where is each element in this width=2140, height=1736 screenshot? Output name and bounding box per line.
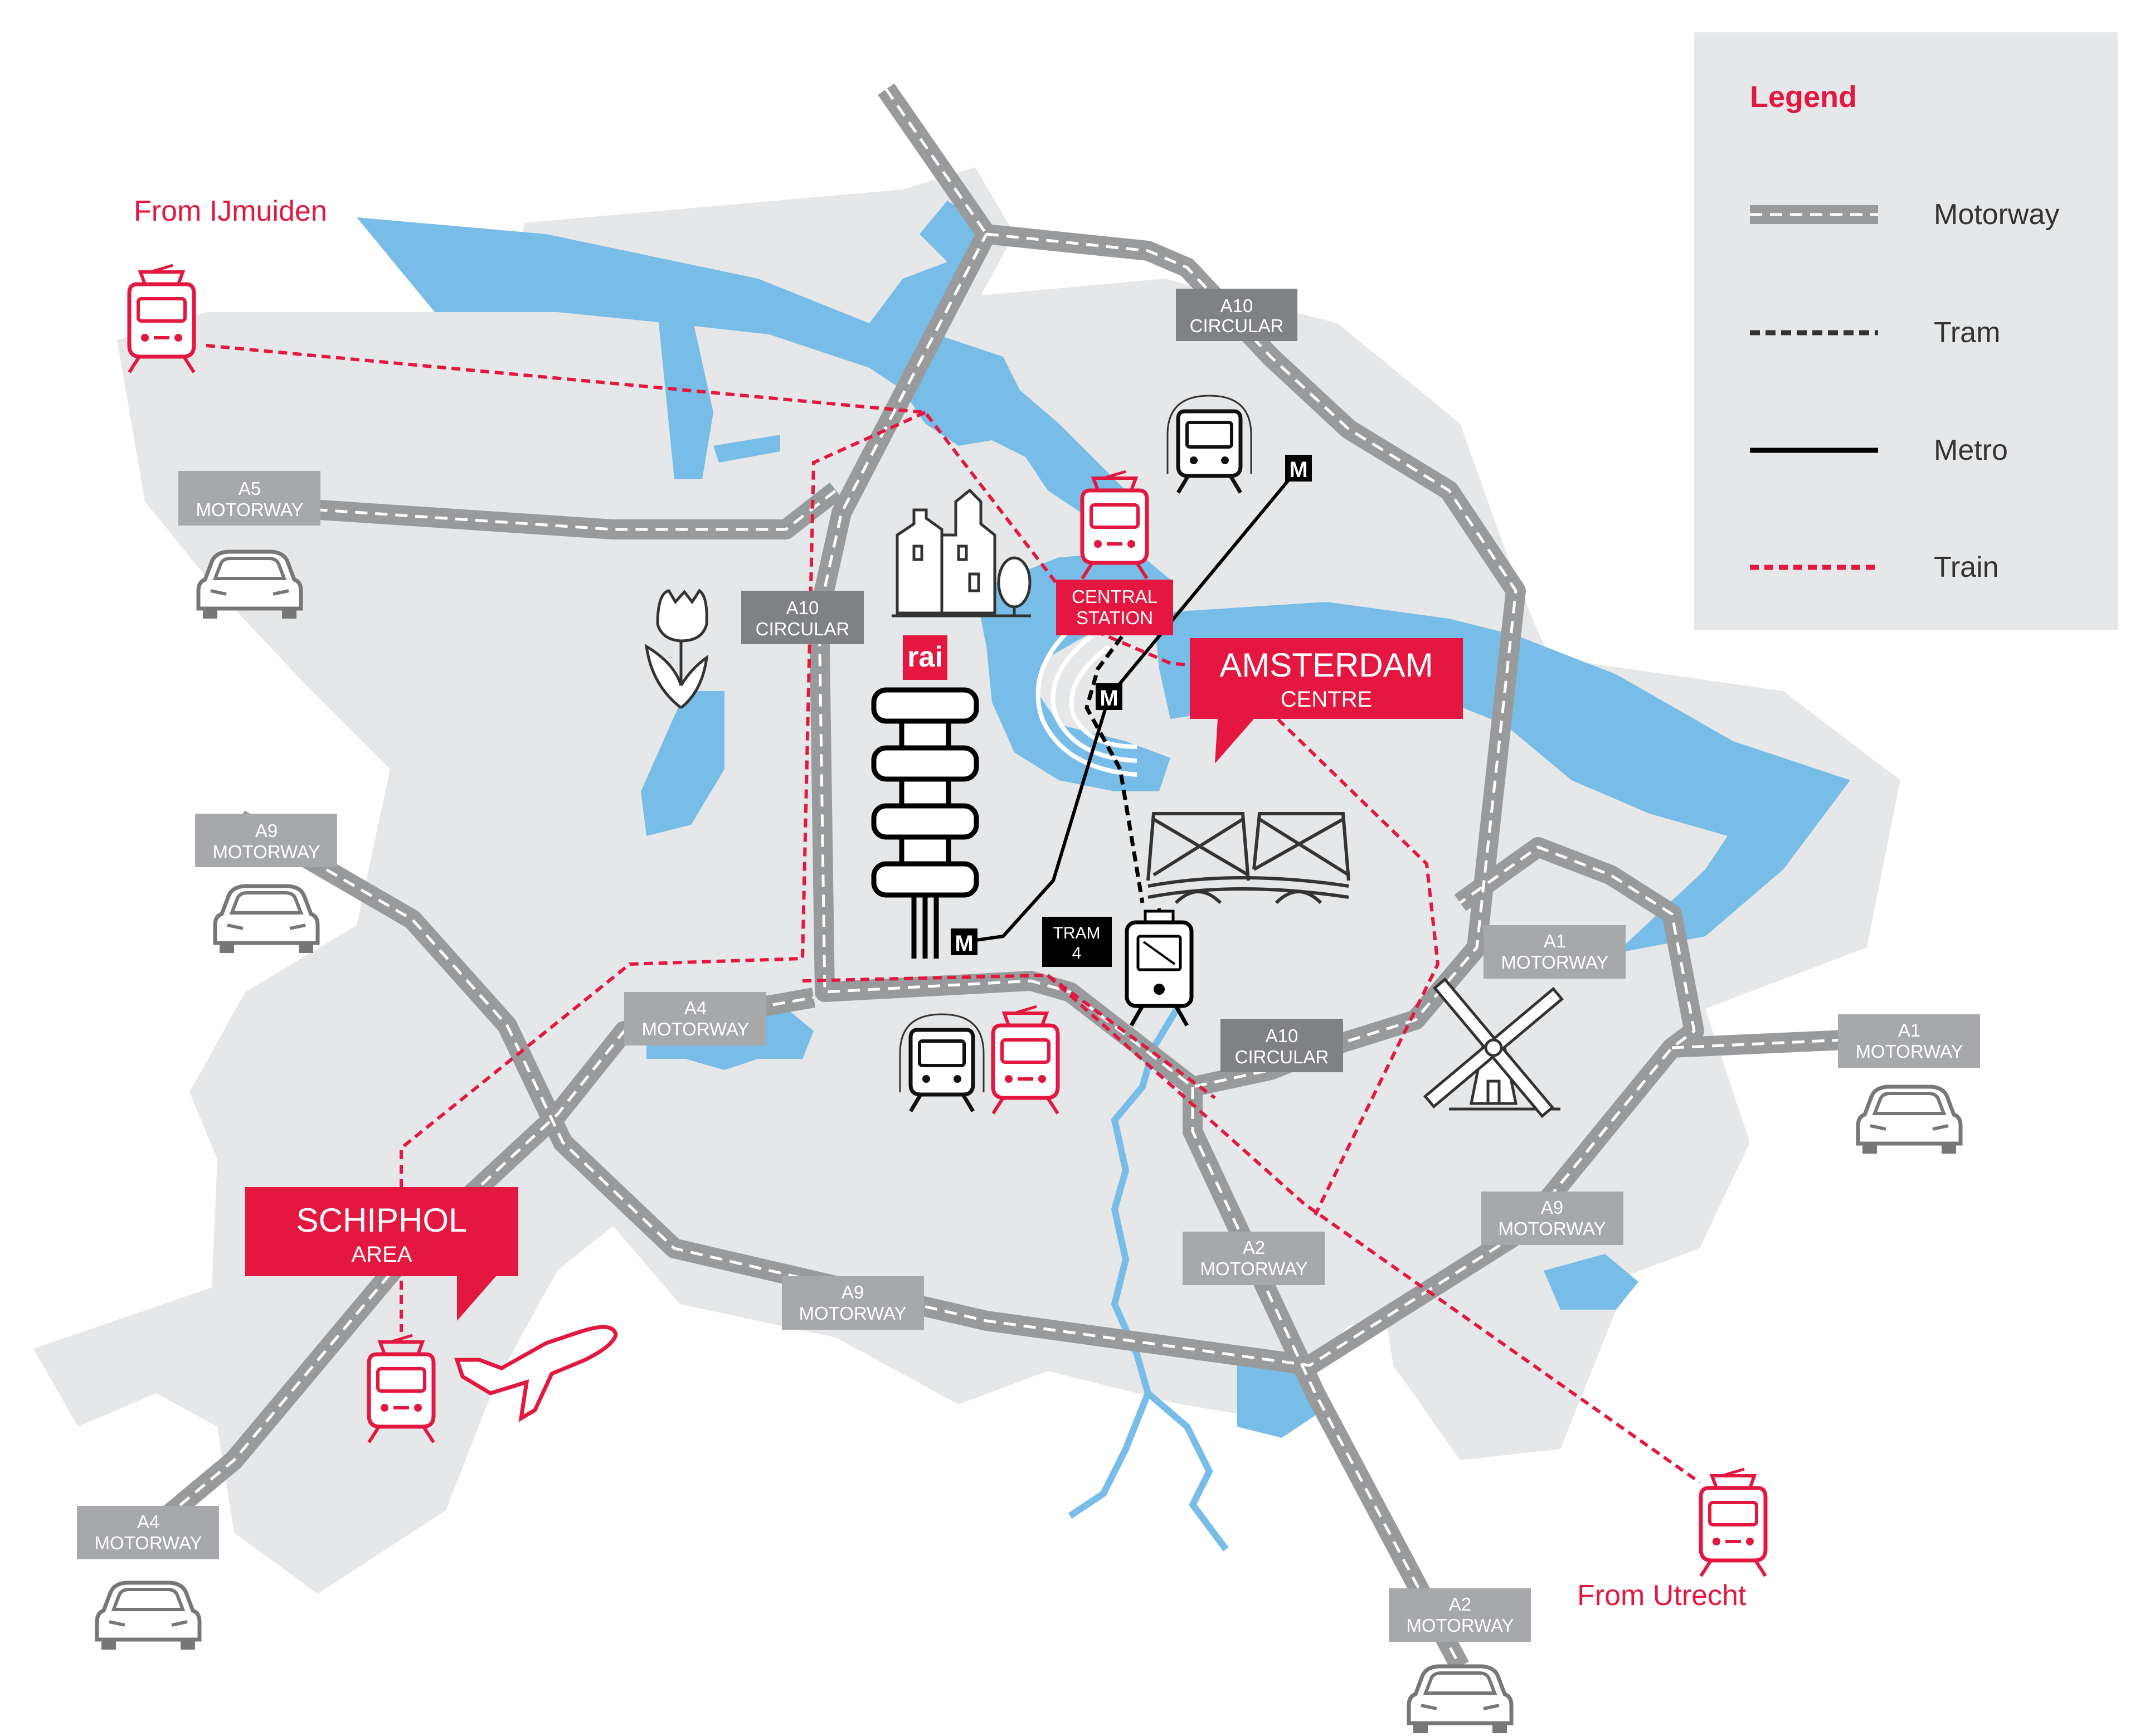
road-label-a1-mid: A1 MOTORWAY [1484,925,1626,979]
svg-text:A10: A10 [1220,295,1253,316]
legend-title: Legend [1750,80,1857,114]
tram-line [1084,623,1145,903]
car-icon [1409,1666,1511,1733]
bridge-icon [1146,812,1350,905]
svg-text:CIRCULAR: CIRCULAR [756,619,850,639]
schiphol-area-callout: SCHIPHOL AREA [245,1187,518,1321]
amsterdam-centre-callout: AMSTERDAM CENTRE [1190,638,1463,764]
central-station-label: CENTRAL STATION [1056,580,1173,635]
train-icon [1701,1469,1765,1576]
svg-text:A1: A1 [1544,931,1566,951]
svg-text:A9: A9 [255,820,278,841]
road-labels: A5 MOTORWAY A10 CIRCULAR A10 CIRCULAR A1… [77,289,1980,1642]
legend-item-train: Train [1750,551,1999,583]
svg-text:MOTORWAY: MOTORWAY [1855,1041,1963,1062]
car-icon [97,1583,200,1650]
road-label-a10-west: A10 CIRCULAR [741,591,864,644]
svg-text:MOTORWAY: MOTORWAY [1498,1218,1606,1239]
rai-tower-icon: rai [871,635,979,959]
svg-text:AMSTERDAM: AMSTERDAM [1219,646,1433,684]
road-label-a9-west: A9 MOTORWAY [195,814,337,867]
svg-text:A9: A9 [1541,1197,1563,1218]
svg-text:rai: rai [907,641,943,673]
svg-text:A9: A9 [842,1282,864,1302]
svg-text:MOTORWAY: MOTORWAY [212,842,320,862]
road-label-a9-east: A9 MOTORWAY [1481,1192,1623,1245]
svg-text:SCHIPHOL: SCHIPHOL [296,1202,468,1239]
road-label-a10-south: A10 CIRCULAR [1220,1019,1343,1072]
svg-text:Train: Train [1934,551,1999,583]
svg-text:Tram: Tram [1934,317,2000,349]
svg-text:CIRCULAR: CIRCULAR [1190,315,1284,336]
svg-text:A1: A1 [1898,1020,1920,1040]
road-label-a4-sw: A4 MOTORWAY [77,1506,219,1559]
svg-text:A10: A10 [786,597,819,618]
train-routes [206,344,1701,1484]
road-label-a4-mid: A4 MOTORWAY [624,992,766,1046]
svg-text:Motorway: Motorway [1934,198,2059,231]
svg-text:A2: A2 [1449,1594,1471,1615]
svg-text:MOTORWAY: MOTORWAY [641,1019,749,1039]
metro-station-icon: M [951,928,977,956]
legend: Legend Motorway Tram Metro Train [1694,32,2118,630]
svg-text:MOTORWAY: MOTORWAY [1200,1258,1307,1279]
train-icon [129,265,194,372]
road-label-a10-north: A10 CIRCULAR [1176,289,1297,341]
svg-text:MOTORWAY: MOTORWAY [799,1303,906,1324]
legend-item-tram: Tram [1750,317,2000,349]
car-icon [215,886,318,953]
svg-text:4: 4 [1072,944,1082,962]
svg-text:M: M [1289,458,1307,482]
svg-text:MOTORWAY: MOTORWAY [94,1533,202,1553]
from-utrecht-label: From Utrecht [1577,1579,1747,1612]
svg-text:CENTRAL: CENTRAL [1072,586,1157,607]
legend-item-motorway: Motorway [1750,198,2059,231]
svg-text:CIRCULAR: CIRCULAR [1235,1047,1329,1067]
road-label-a9-south: A9 MOTORWAY [782,1276,924,1330]
svg-text:M: M [1100,686,1118,711]
road-label-a1-east: A1 MOTORWAY [1838,1014,1980,1068]
tulip-icon [644,589,709,709]
amstel-river [1068,990,1229,1552]
canal-rings [1027,607,1143,786]
svg-text:MOTORWAY: MOTORWAY [1501,952,1608,972]
from-ijmuiden-label: From IJmuiden [134,195,327,227]
road-label-a2-bottom: A2 MOTORWAY [1389,1588,1531,1642]
svg-text:STATION: STATION [1076,607,1153,628]
svg-text:A10: A10 [1266,1025,1298,1046]
airplane-icon [454,1325,618,1422]
svg-text:A4: A4 [684,998,707,1018]
svg-text:A5: A5 [239,478,261,499]
legend-item-metro: Metro [1750,434,2008,466]
tram-label: TRAM 4 [1042,917,1112,967]
metro-station-icon: M [1285,455,1312,482]
svg-text:MOTORWAY: MOTORWAY [1406,1615,1514,1636]
windmill-icon [1423,977,1564,1119]
tram-icon [1125,908,1194,1027]
car-icon [1858,1087,1961,1154]
svg-text:Metro: Metro [1934,434,2008,466]
svg-text:TRAM: TRAM [1053,924,1101,942]
svg-text:MOTORWAY: MOTORWAY [196,499,303,520]
metro-station-icon: M [1096,683,1122,711]
houses-icon [892,488,1032,617]
road-label-a2-mid: A2 MOTORWAY [1183,1232,1325,1285]
svg-text:A4: A4 [137,1511,159,1532]
svg-text:CENTRE: CENTRE [1281,687,1372,712]
svg-text:A2: A2 [1243,1237,1265,1258]
road-label-a5: A5 MOTORWAY [178,471,320,526]
svg-text:M: M [955,931,973,956]
car-icon [198,552,301,619]
svg-text:AREA: AREA [352,1242,412,1267]
